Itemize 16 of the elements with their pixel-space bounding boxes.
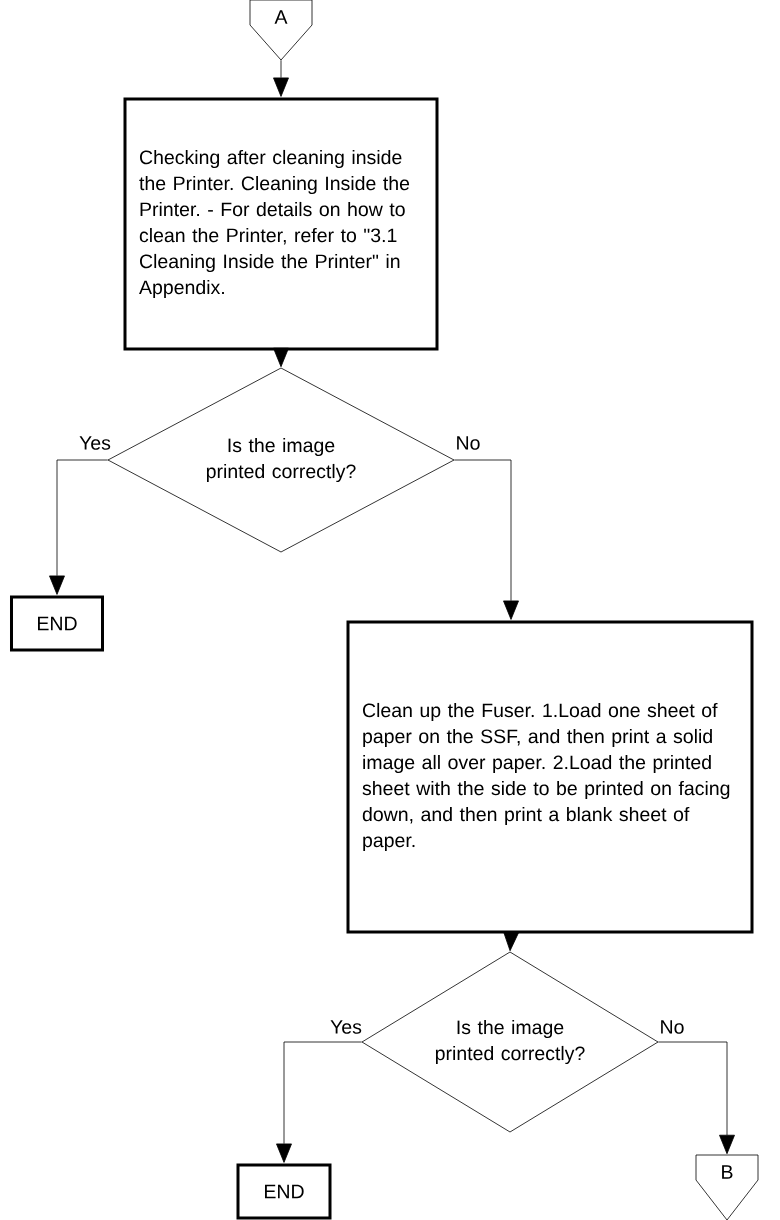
arrow — [273, 347, 289, 368]
arrow — [49, 459, 109, 595]
end-box: END — [236, 1163, 332, 1220]
process-box: Checking after cleaning inside the Printer. Cleaning Inside the Printer. - For details on how to clean the Printer, refer to "3.1 Cleaning Inside the Printer" in Appendix. — [123, 97, 439, 351]
arrow — [503, 931, 519, 952]
arrow — [273, 59, 289, 97]
off-page-connector: B — [695, 1154, 759, 1220]
edge-label: No — [454, 435, 482, 451]
arrow — [276, 1041, 363, 1163]
off-page-connector: A — [249, 0, 313, 61]
arrow — [453, 459, 519, 620]
arrow — [657, 1041, 735, 1155]
end-box: END — [10, 595, 104, 652]
edge-label: Yes — [329, 1019, 363, 1035]
edge-label: No — [658, 1019, 686, 1035]
process-box: Clean up the Fuser. 1.Load one sheet of paper on the SSF, and then print a solid image all over paper. 2.Load the printed sheet with the side to be printed on facing down, and then print a blank sheet of paper. — [346, 620, 754, 934]
